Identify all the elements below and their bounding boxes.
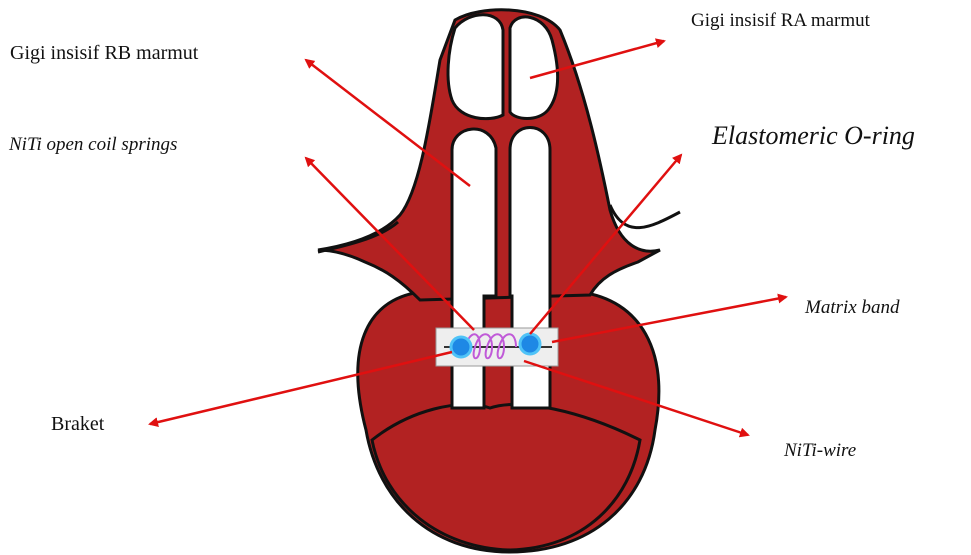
label-matrix-band: Matrix band [805,298,899,317]
label-niti-wire: NiTi-wire [784,441,856,460]
label-ra-incisor: Gigi insisif RA marmut [691,11,870,30]
o-ring-left [451,337,471,357]
tongue [372,405,640,550]
o-ring-right [520,334,540,354]
right-cheek-line [610,205,680,228]
label-rb-incisor: Gigi insisif RB marmut [10,43,198,63]
label-niti-coil: NiTi open coil springs [9,135,177,154]
upper-incisor-right [510,17,558,119]
label-elastomeric-o-ring: Elastomeric O-ring [712,123,915,149]
upper-incisor-left [448,15,503,119]
label-braket: Braket [51,414,104,434]
